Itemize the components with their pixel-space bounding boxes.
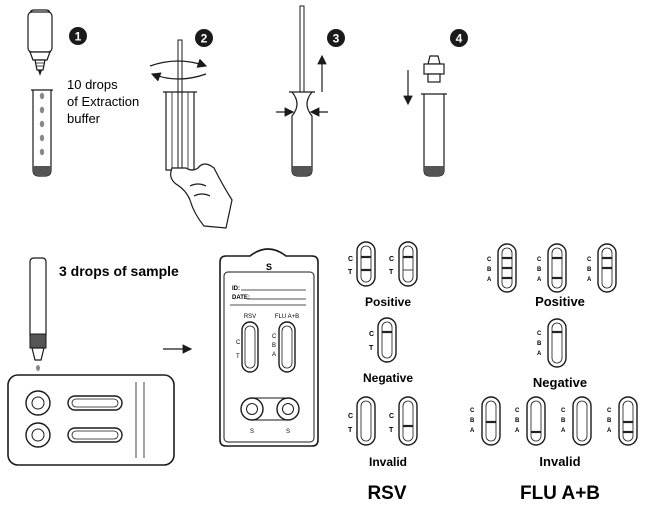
rsv-inv2-c: C: [389, 413, 394, 420]
sample-instruction: 3 drops of sample: [59, 263, 179, 279]
cassette-flu-a: A: [272, 352, 276, 358]
flu-neg-a: A: [537, 351, 542, 357]
cassette-id-label: ID:: [232, 286, 240, 292]
horizontal-cassette: [7, 374, 175, 466]
step1-number: 1: [75, 30, 82, 44]
step1-text-line1: 10 drops: [67, 77, 118, 92]
rsv-inv1-c: C: [348, 413, 353, 420]
step3-badge: [327, 29, 345, 47]
step1-text-line3: buffer: [67, 111, 101, 126]
flu-inv3-b: B: [561, 418, 566, 424]
flu-inv2-a: A: [515, 428, 520, 434]
cassette-flu-b: B: [272, 343, 276, 349]
flu-pos1-c: C: [487, 257, 492, 263]
step2-swab-in-tube: [149, 39, 208, 181]
flu-inv1-a: A: [470, 428, 475, 434]
rsv-neg-t: T: [369, 345, 374, 352]
flu-inv4-b: B: [607, 418, 612, 424]
flu-pos3-a: A: [587, 277, 592, 283]
rsv-inv1-t: T: [348, 427, 353, 434]
cassette-s2-label: S: [286, 429, 290, 435]
cassette-s1-label: S: [250, 429, 254, 435]
rsv-negative-strip: [377, 317, 397, 363]
rsv-positive-label: Positive: [365, 295, 411, 309]
step4-badge: [450, 29, 468, 47]
flu-inv3-c: C: [561, 408, 566, 414]
rsv-pos2-t: T: [389, 269, 394, 276]
step1-badge: [69, 27, 87, 45]
rsv-neg-c: C: [369, 331, 374, 338]
rsv-invalid-strips: [356, 396, 418, 446]
cassette-rsv-t: T: [236, 354, 240, 360]
flu-neg-b: B: [537, 341, 542, 347]
flu-pos1-a: A: [487, 277, 492, 283]
flu-invalid-strips: [481, 396, 638, 446]
step1-drops: [39, 92, 45, 156]
flu-inv4-a: A: [607, 428, 612, 434]
rsv-inv2-t: T: [389, 427, 394, 434]
flu-pos1-b: B: [487, 267, 492, 273]
cassette-flu-label: FLU A+B: [275, 314, 299, 320]
flu-positive-strips: [497, 243, 617, 293]
flu-neg-c: C: [537, 331, 542, 337]
rsv-positive-strips: [356, 241, 418, 287]
flu-inv2-b: B: [515, 418, 520, 424]
cassette-rsv-c: C: [236, 340, 241, 346]
flu-positive-label: Positive: [535, 294, 585, 309]
step1-tube: [31, 89, 53, 177]
cassette-rsv-label: RSV: [244, 314, 256, 320]
flu-inv4-c: C: [607, 408, 612, 414]
vertical-cassette: [219, 248, 319, 447]
flu-pos3-c: C: [587, 257, 592, 263]
flu-pos3-b: B: [587, 267, 592, 273]
step2-number: 2: [201, 32, 208, 46]
cassette-date-label: DATE:: [232, 295, 250, 301]
step2-badge: [195, 29, 213, 47]
step1-dropper-bottle: [27, 9, 53, 76]
flu-invalid-label: Invalid: [539, 454, 580, 469]
flu-negative-strip: [547, 318, 567, 368]
cassette-flu-c: C: [272, 334, 277, 340]
rsv-pos2-c: C: [389, 256, 394, 263]
step4-number: 4: [456, 32, 463, 46]
step1-text-line2: of Extraction: [67, 94, 139, 109]
step4-cap-and-tube: [403, 55, 447, 177]
step2-hand: [170, 163, 233, 229]
rsv-invalid-label: Invalid: [369, 455, 407, 469]
rsv-pos1-t: T: [348, 269, 353, 276]
flu-pos2-a: A: [537, 277, 542, 283]
rsv-pos1-c: C: [348, 256, 353, 263]
flu-title: FLU A+B: [520, 483, 600, 504]
flu-inv3-a: A: [561, 428, 566, 434]
flu-inv2-c: C: [515, 408, 520, 414]
rsv-negative-label: Negative: [363, 371, 413, 385]
flu-pos2-b: B: [537, 267, 542, 273]
cassette-logo: S: [266, 262, 272, 272]
sample-dropper-tube: [29, 257, 47, 383]
flu-pos2-c: C: [537, 257, 542, 263]
flu-inv1-b: B: [470, 418, 475, 424]
rsv-title: RSV: [367, 483, 406, 504]
flu-negative-label: Negative: [533, 375, 587, 390]
step3-number: 3: [333, 32, 340, 46]
step3-swab-squeeze: [276, 5, 328, 177]
flu-inv1-c: C: [470, 408, 475, 414]
